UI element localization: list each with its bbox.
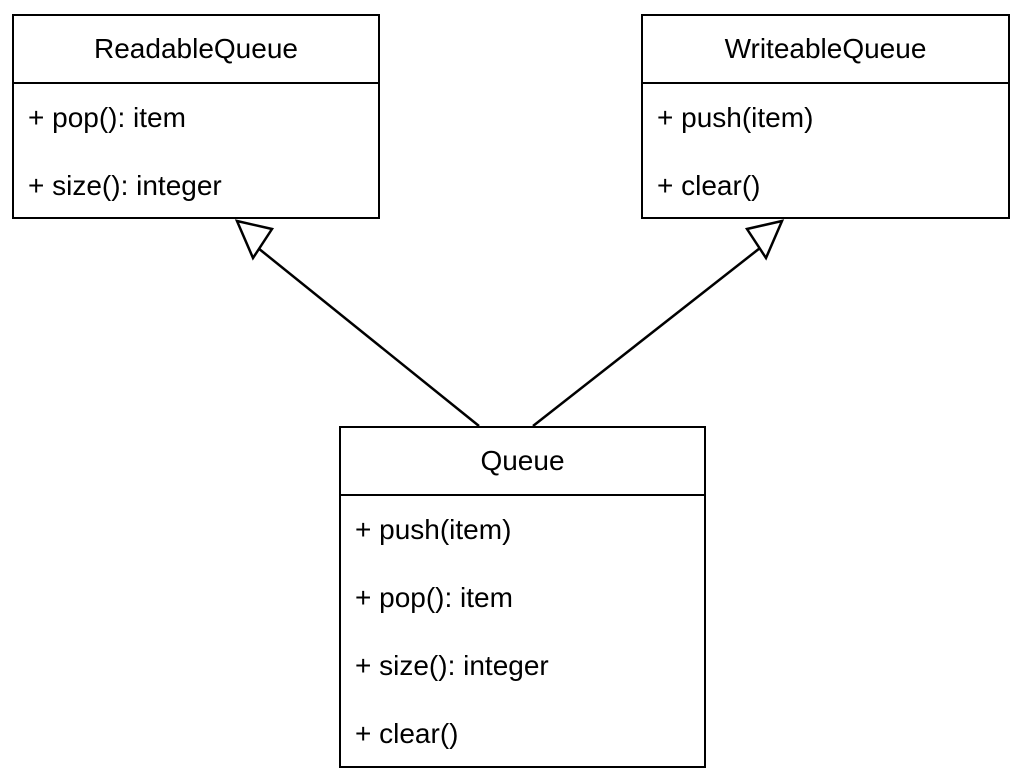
generalization-line-writeable	[532, 247, 761, 427]
member-item: + pop(): item	[28, 102, 186, 133]
member-item: + pop(): item	[355, 582, 513, 613]
generalization-arrowhead-writeable	[744, 219, 785, 261]
member-item: + clear()	[657, 170, 761, 201]
generalization-line-readable	[257, 247, 480, 427]
class-box-queue[interactable]: Queue + push(item) + pop(): item + size(…	[339, 426, 706, 768]
member-item: + push(item)	[657, 102, 814, 133]
member-item: + push(item)	[355, 514, 512, 545]
member-list: + pop(): item + size(): integer	[14, 84, 378, 220]
class-name: ReadableQueue	[14, 16, 378, 84]
class-box-readablequeue[interactable]: ReadableQueue + pop(): item + size(): in…	[12, 14, 380, 219]
member-item: + size(): integer	[28, 170, 222, 201]
class-name: WriteableQueue	[643, 16, 1008, 84]
class-box-writeablequeue[interactable]: WriteableQueue + push(item) + clear()	[641, 14, 1010, 219]
member-item: + size(): integer	[355, 650, 549, 681]
member-item: + clear()	[355, 718, 459, 749]
generalization-arrowhead-readable	[234, 219, 275, 261]
class-name: Queue	[341, 428, 704, 496]
member-list: + push(item) + clear()	[643, 84, 1008, 220]
member-list: + push(item) + pop(): item + size(): int…	[341, 496, 704, 768]
